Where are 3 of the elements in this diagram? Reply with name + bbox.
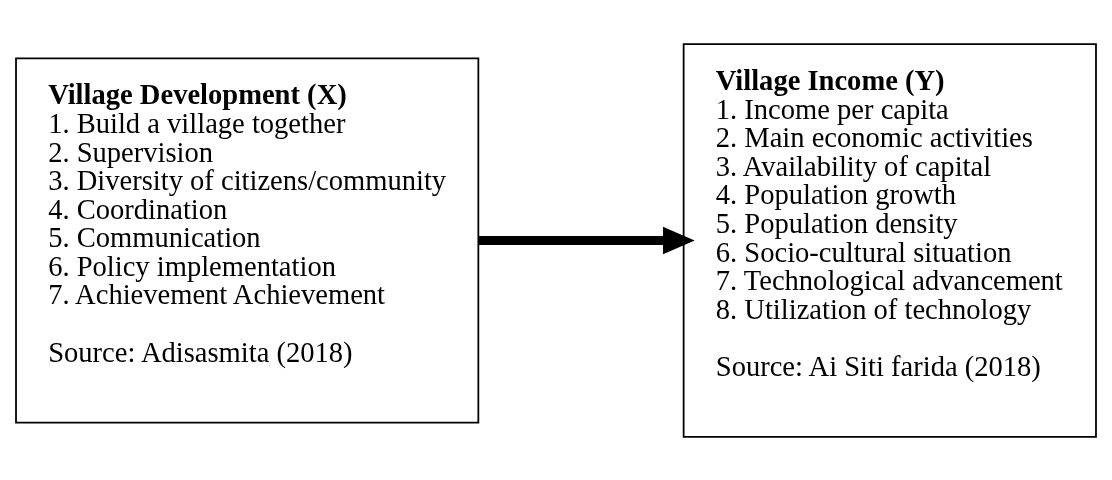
arrow: [478, 226, 695, 254]
node-box: Village Income (Y) 1. Income per capita 2. Main economic activities 3. Availability of capital 4. Population growth 5. Population density 6. Socio-cultural situation 7. Technological advancement 8. Utilization of technology Source: Ai Siti farida (2018): [682, 42, 1097, 438]
node-box: Village Development (X) 1. Build a village together 2. Supervision 3. Diversity of citizens/community 4. Coordination 5. Communication 6. Policy implementation 7. Achievement Achievement Source: Adisasmita (2018): [15, 57, 480, 423]
